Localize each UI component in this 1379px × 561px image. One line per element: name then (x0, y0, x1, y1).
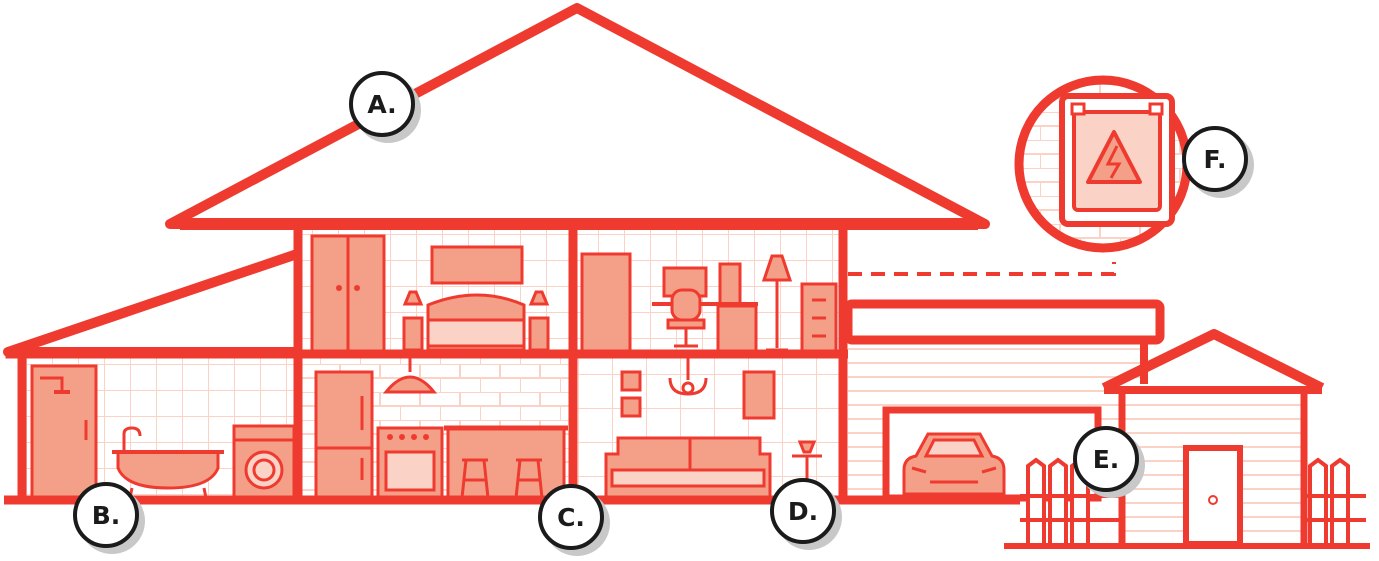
callout-d: D. (770, 478, 836, 544)
house-frame (5, 221, 851, 503)
side-roof (3, 248, 305, 357)
fence (1020, 457, 1366, 544)
shed (1101, 329, 1325, 547)
chandelier-icon (668, 358, 708, 396)
lightning-warning-icon (1086, 130, 1142, 184)
upper-bedroom (302, 230, 570, 354)
living-room (576, 358, 842, 500)
car-icon (902, 432, 1006, 496)
electrical-panel-inset (1014, 75, 1192, 253)
callout-e: E. (1073, 426, 1139, 492)
callout-a: A. (349, 71, 415, 137)
callout-c: C. (538, 484, 604, 550)
main-roof (165, 3, 990, 230)
electrical-panel-icon (1059, 93, 1175, 227)
upper-office (576, 230, 842, 354)
callout-b: B. (73, 482, 139, 548)
washing-machine-icon (232, 424, 296, 500)
kitchen (302, 358, 570, 500)
connector-line (848, 262, 1116, 276)
stove-icon (376, 426, 444, 500)
office-chair-icon (666, 288, 706, 348)
callout-f: F. (1182, 126, 1248, 192)
bathroom (26, 358, 296, 500)
